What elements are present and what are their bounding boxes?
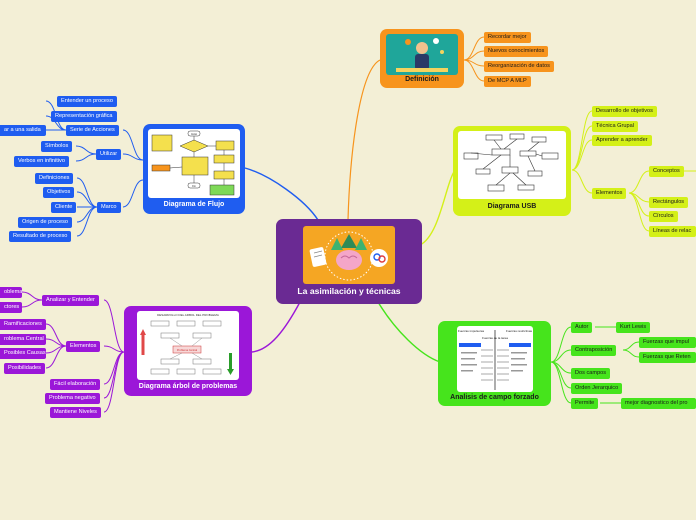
usb-title: Diagrama USB [487,203,537,210]
flujo-serie-entender[interactable]: Entender un proceso [57,96,117,107]
usb-elementos-lineas[interactable]: Líneas de relac [649,226,696,237]
central-title: La asimilación y técnicas [297,286,401,296]
flujo-thumb-start: Inicio [191,132,198,136]
campo-permite[interactable]: Permite [571,398,599,409]
flujo-marco-definiciones[interactable]: Definiciones [35,173,74,184]
flujo-marco-origen[interactable]: Origen de proceso [18,217,73,228]
flujo-serie-representacion[interactable]: Representación gráfica [51,111,117,122]
flujo-marco-resultado[interactable]: Resultado de proceso [9,231,72,242]
arbol-item-niveles[interactable]: Mantiene Niveles [50,407,101,418]
definicion-item-mcp[interactable]: De MCP A MLP [484,76,531,87]
force-field-icon: Fuerzas impulsoras Fuerzas restrictivas … [458,329,533,390]
topic-diagrama-flujo[interactable]: Inicio Fin Diagrama de Flujo [143,124,245,214]
flowchart-icon: Inicio Fin [151,130,235,196]
central-topic[interactable]: La asimilación y técnicas [276,219,422,304]
flujo-utilizar[interactable]: Utilizar [96,149,122,160]
usb-elementos-conceptos[interactable]: Conceptos [649,166,684,177]
arbol-elementos[interactable]: Elementos [66,341,101,352]
definicion-title: Definición [405,76,439,83]
concept-map-icon [463,133,559,192]
campo-thumb-center: Fuerzas de la tarea [482,336,508,340]
central-illustration [303,226,395,284]
thinking-person-icon [396,38,448,72]
arbol-elementos-problema-central[interactable]: roblema Central [0,334,46,345]
campo-thumb-right-header: Fuerzas restrictivas [506,329,533,333]
topic-definicion[interactable]: Definición [380,29,464,88]
brain-icon [309,231,388,281]
usb-illustration [458,131,566,199]
flujo-marco-cliente[interactable]: Cliente [51,202,77,213]
campo-contraposicion[interactable]: Contraposición [571,345,617,356]
topic-arbol-problemas[interactable]: DESARROLLO DEL ARBOL DEL PROBLEMA Proble… [124,306,252,396]
campo-contraposicion-impulsoras[interactable]: Fuerzas que impul [639,337,696,348]
campo-permite-diagnostico[interactable]: mejor diagnostico del pro [621,398,696,409]
flujo-title: Diagrama de Flujo [163,201,225,208]
flujo-marco-objetivos[interactable]: Objetivos [43,187,75,198]
definicion-item-nuevos[interactable]: Nuevos conocimientos [484,46,549,57]
arbol-elementos-ramificaciones[interactable]: Ramificaciones [0,319,46,330]
usb-item-objetivos[interactable]: Desarrollo de objetivos [592,106,657,117]
arbol-item-negativo[interactable]: Problema negativo [45,393,100,404]
arbol-elementos-causas[interactable]: Posibles Causas [0,348,46,359]
usb-item-aprender[interactable]: Aprender a aprender [592,135,652,146]
arbol-analizar-factores[interactable]: ctores [0,302,22,313]
arbol-item-facil[interactable]: Fácil elaboración [50,379,101,390]
topic-diagrama-usb[interactable]: Diagrama USB [453,126,571,216]
flujo-marco[interactable]: Marco [97,202,121,213]
flujo-thumb-end: Fin [192,184,196,188]
flujo-utilizar-simbolos[interactable]: Símbolos [41,141,73,152]
usb-elementos-circulos[interactable]: Círculos [649,211,678,222]
campo-illustration: Fuerzas impulsoras Fuerzas restrictivas … [457,326,533,392]
campo-item-dos-campos[interactable]: Dos campos [571,368,611,379]
topic-campo-forzado[interactable]: Fuerzas impulsoras Fuerzas restrictivas … [438,321,551,406]
flujo-serie-salida[interactable]: ar a una salida [0,125,46,136]
problem-tree-icon: DESARROLLO DEL ARBOL DEL PROBLEMA Proble… [140,313,234,375]
usb-item-tecnica[interactable]: Técnica Grupal [592,121,638,132]
campo-title: Analisis de campo forzado [450,394,539,401]
definicion-item-recordar[interactable]: Recordar mejor [484,32,531,43]
campo-autor[interactable]: Autor [571,322,593,333]
campo-item-orden[interactable]: Orden Jerarquico [571,383,623,394]
arbol-title: Diagrama árbol de problemas [138,383,238,390]
usb-elementos-rectangulos[interactable]: Rectángulos [649,197,689,208]
campo-thumb-left-header: Fuerzas impulsoras [458,329,485,333]
arbol-analizar-problemas[interactable]: oblemas [0,287,22,298]
arbol-thumb-title: DESARROLLO DEL ARBOL DEL PROBLEMA [157,313,219,317]
flujo-utilizar-verbos[interactable]: Verbos en infinitivo [14,156,69,167]
campo-contraposicion-restrictivas[interactable]: Fuerzas que Reten [639,352,696,363]
arbol-illustration: DESARROLLO DEL ARBOL DEL PROBLEMA Proble… [137,311,239,380]
flujo-serie-acciones[interactable]: Serie de Acciones [66,125,119,136]
arbol-analizar[interactable]: Analizar y Entender [42,295,99,306]
usb-elementos[interactable]: Elementos [592,188,627,199]
definicion-illustration [386,34,458,75]
arbol-thumb-center: Problema Central [177,348,198,352]
arbol-elementos-posibilidades[interactable]: Posibilidades [4,363,45,374]
flujo-illustration: Inicio Fin [148,129,240,198]
campo-autor-nombre[interactable]: Kurt Lewis [616,322,651,333]
definicion-item-reorganizacion[interactable]: Reorganización de datos [484,61,554,72]
